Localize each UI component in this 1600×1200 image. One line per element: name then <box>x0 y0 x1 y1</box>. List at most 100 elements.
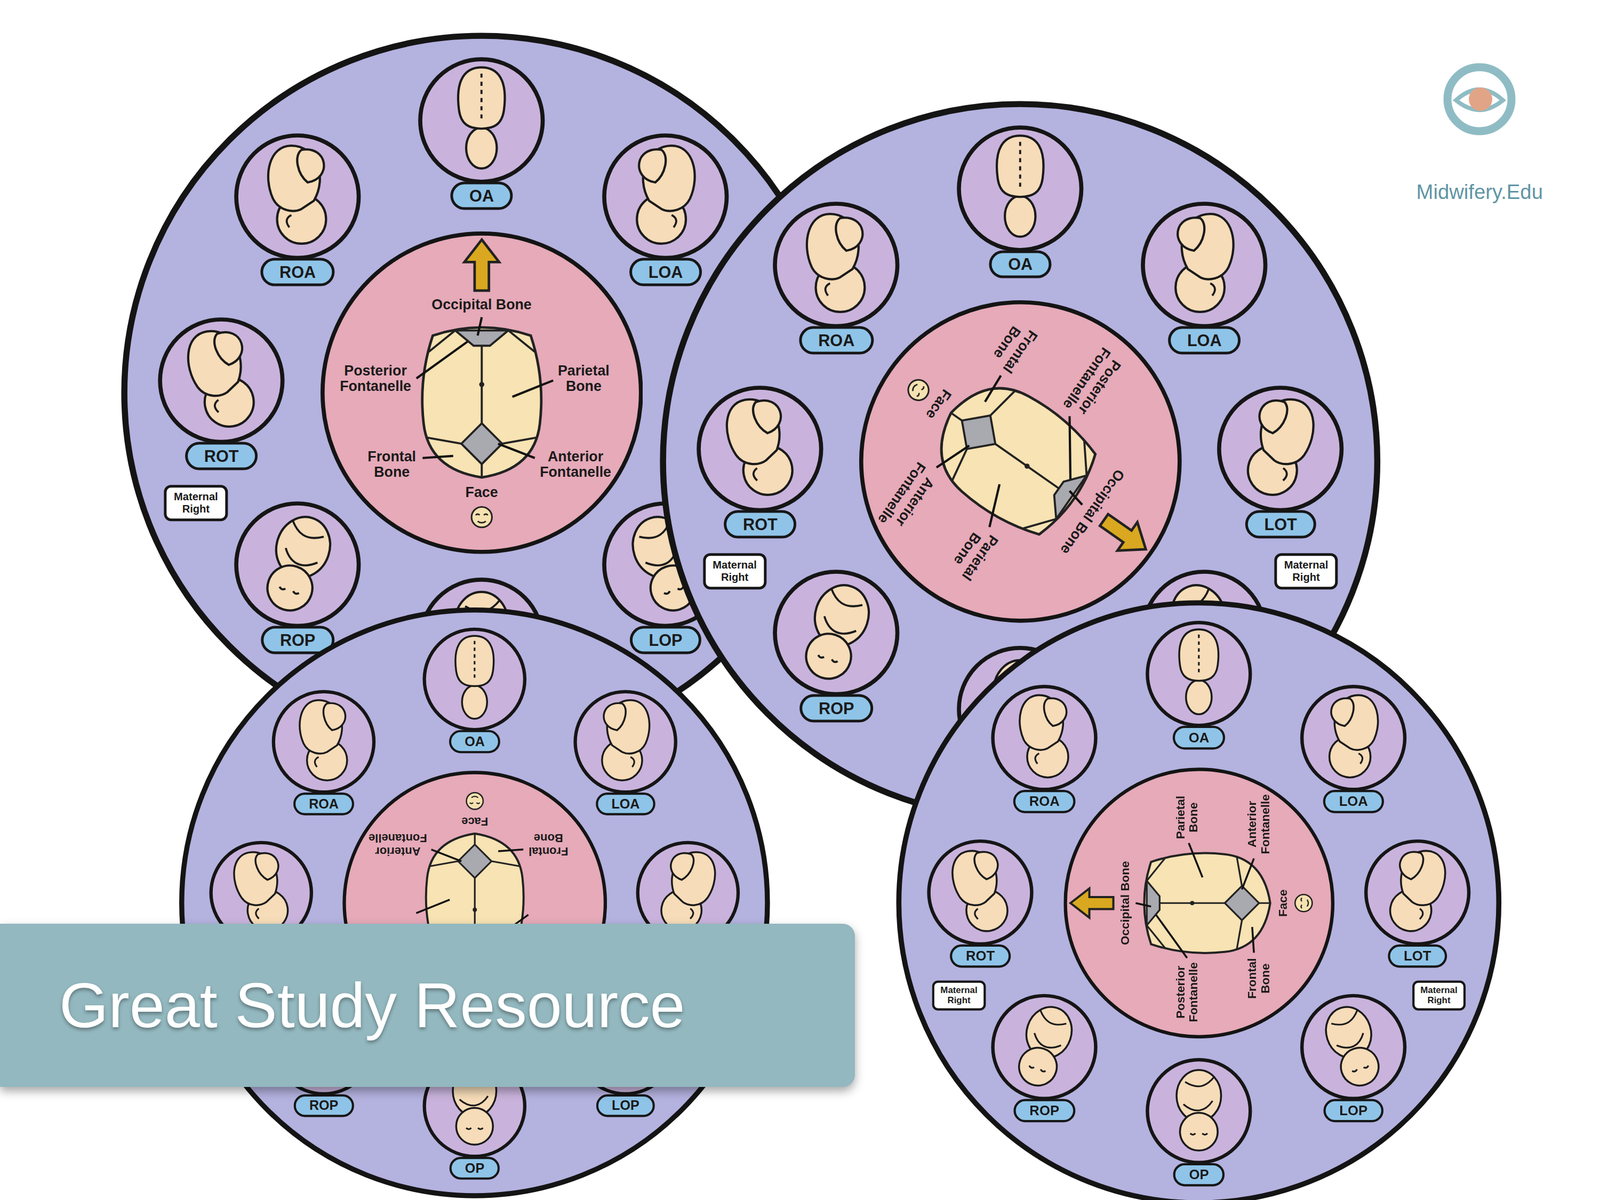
position-label: ROP <box>1029 1102 1060 1119</box>
fetus-figure <box>668 851 695 882</box>
fetus-figure <box>254 851 281 882</box>
fetus-figure <box>1186 680 1212 715</box>
fetus-detail <box>630 757 635 768</box>
position-icon <box>604 135 727 259</box>
position-icon <box>1142 203 1266 327</box>
skull-circle: Parietal BoneAnterior FontanelleOccipita… <box>1063 767 1335 1039</box>
fetus-figure <box>1256 394 1319 468</box>
fetus-detail <box>1210 283 1216 296</box>
position-icon <box>424 629 525 730</box>
fetus-figure <box>1336 1043 1384 1091</box>
position-label: OA <box>1008 254 1033 274</box>
fetus-detail <box>1028 1066 1046 1073</box>
maternal-side-note: Maternal Right <box>1420 985 1458 1006</box>
position-icon <box>774 571 898 695</box>
fetus-detail <box>1183 1100 1213 1111</box>
position-label: OP <box>465 1160 485 1176</box>
fetus-detail <box>1281 468 1288 482</box>
fetus-detail <box>254 908 261 920</box>
fetus-figure <box>1178 217 1205 251</box>
anterior-fontanelle-shape <box>461 423 503 465</box>
fetus-figure <box>751 397 784 436</box>
fetus-figure <box>1005 195 1036 237</box>
skull-dot <box>1023 462 1031 470</box>
maternal-side-note: Maternal Right <box>940 985 978 1006</box>
fetus-detail <box>213 400 221 413</box>
position-pill: OA <box>449 730 501 754</box>
fetus-figure <box>1397 849 1425 882</box>
position-pill: OP <box>449 1156 500 1180</box>
direction-arrow <box>464 240 500 292</box>
position-pill: ROP <box>293 1094 354 1118</box>
maternal-side-box: Maternal Right <box>702 553 767 590</box>
position-label: ROA <box>818 331 855 350</box>
fetus-detail <box>286 214 292 228</box>
face-icon <box>471 507 492 528</box>
position-pill: ROA <box>293 792 355 816</box>
fetus-figure <box>667 848 719 909</box>
position-pill: LOP <box>1323 1098 1384 1123</box>
position-icon <box>929 841 1032 945</box>
fetus-detail <box>672 214 677 228</box>
fetus-figure <box>456 1108 493 1146</box>
position-pill: LOT <box>1245 510 1316 539</box>
fetus-detail <box>1352 1066 1369 1073</box>
inner-circle <box>1065 769 1333 1037</box>
position-icon <box>236 135 359 259</box>
position-pill: ROA <box>260 258 335 287</box>
posterior-fontanelle-shape <box>1043 466 1087 519</box>
fetus-figure <box>1396 847 1450 909</box>
face-icon-detail <box>475 514 488 523</box>
fetus-figure <box>800 627 858 685</box>
fetus-detail <box>828 588 865 610</box>
position-label: ROA <box>1029 793 1060 810</box>
fetal-skull <box>1144 853 1270 954</box>
fetus-detail <box>688 908 694 920</box>
fetus-detail <box>1330 1010 1362 1029</box>
fetus-detail <box>1037 1010 1069 1029</box>
position-icon <box>574 691 676 792</box>
title-banner: Great Study Resource <box>0 923 855 1087</box>
position-pill: LOA <box>1168 326 1241 355</box>
fetus-figure <box>458 67 506 129</box>
fetus-detail <box>1418 908 1424 920</box>
direction-arrow <box>1070 888 1114 918</box>
skull-dot <box>1189 900 1195 906</box>
maternal-side-note: Maternal Right <box>1284 558 1329 584</box>
position-icon <box>160 319 283 443</box>
fetus-figure <box>1014 1043 1062 1091</box>
fetus-detail <box>282 547 319 570</box>
fetus-detail <box>1019 141 1022 191</box>
skull-part-label: Anterior Fontanelle <box>539 448 612 480</box>
fetus-figure <box>1044 698 1067 727</box>
fetus-detail <box>825 283 831 296</box>
position-icon <box>1219 387 1342 511</box>
banner-text: Great Study Resource <box>59 969 685 1042</box>
fetus-figure <box>455 636 494 687</box>
face-icon-detail <box>1300 898 1309 909</box>
fetus-figure <box>836 217 863 251</box>
position-icon <box>1147 1059 1251 1163</box>
fetus-detail <box>752 468 760 482</box>
maternal-side-note: Maternal Right <box>712 558 757 584</box>
disc-ground <box>181 610 768 1196</box>
maternal-side-note: Maternal Right <box>173 490 219 516</box>
fetus-figure <box>297 149 325 183</box>
fetus-figure <box>1179 629 1219 682</box>
position-pill: OP <box>1173 1163 1226 1187</box>
position-label: ROT <box>742 515 778 534</box>
disc-ground <box>899 603 1500 1200</box>
position-label: ROP <box>309 1098 339 1114</box>
skull-part-label: Face <box>1276 889 1290 917</box>
fetus-figure <box>1257 397 1290 436</box>
skull-part-label: Frontal Bone <box>1245 958 1272 999</box>
maternal-side-box: Maternal Right <box>1412 980 1466 1011</box>
position-icon <box>774 203 898 327</box>
fetus-figure <box>261 559 319 616</box>
fetus-detail <box>974 908 981 920</box>
fetus-figure <box>212 329 245 367</box>
face-icon-detail <box>469 796 480 804</box>
position-pill: OA <box>989 250 1052 279</box>
position-icon <box>1365 841 1469 945</box>
